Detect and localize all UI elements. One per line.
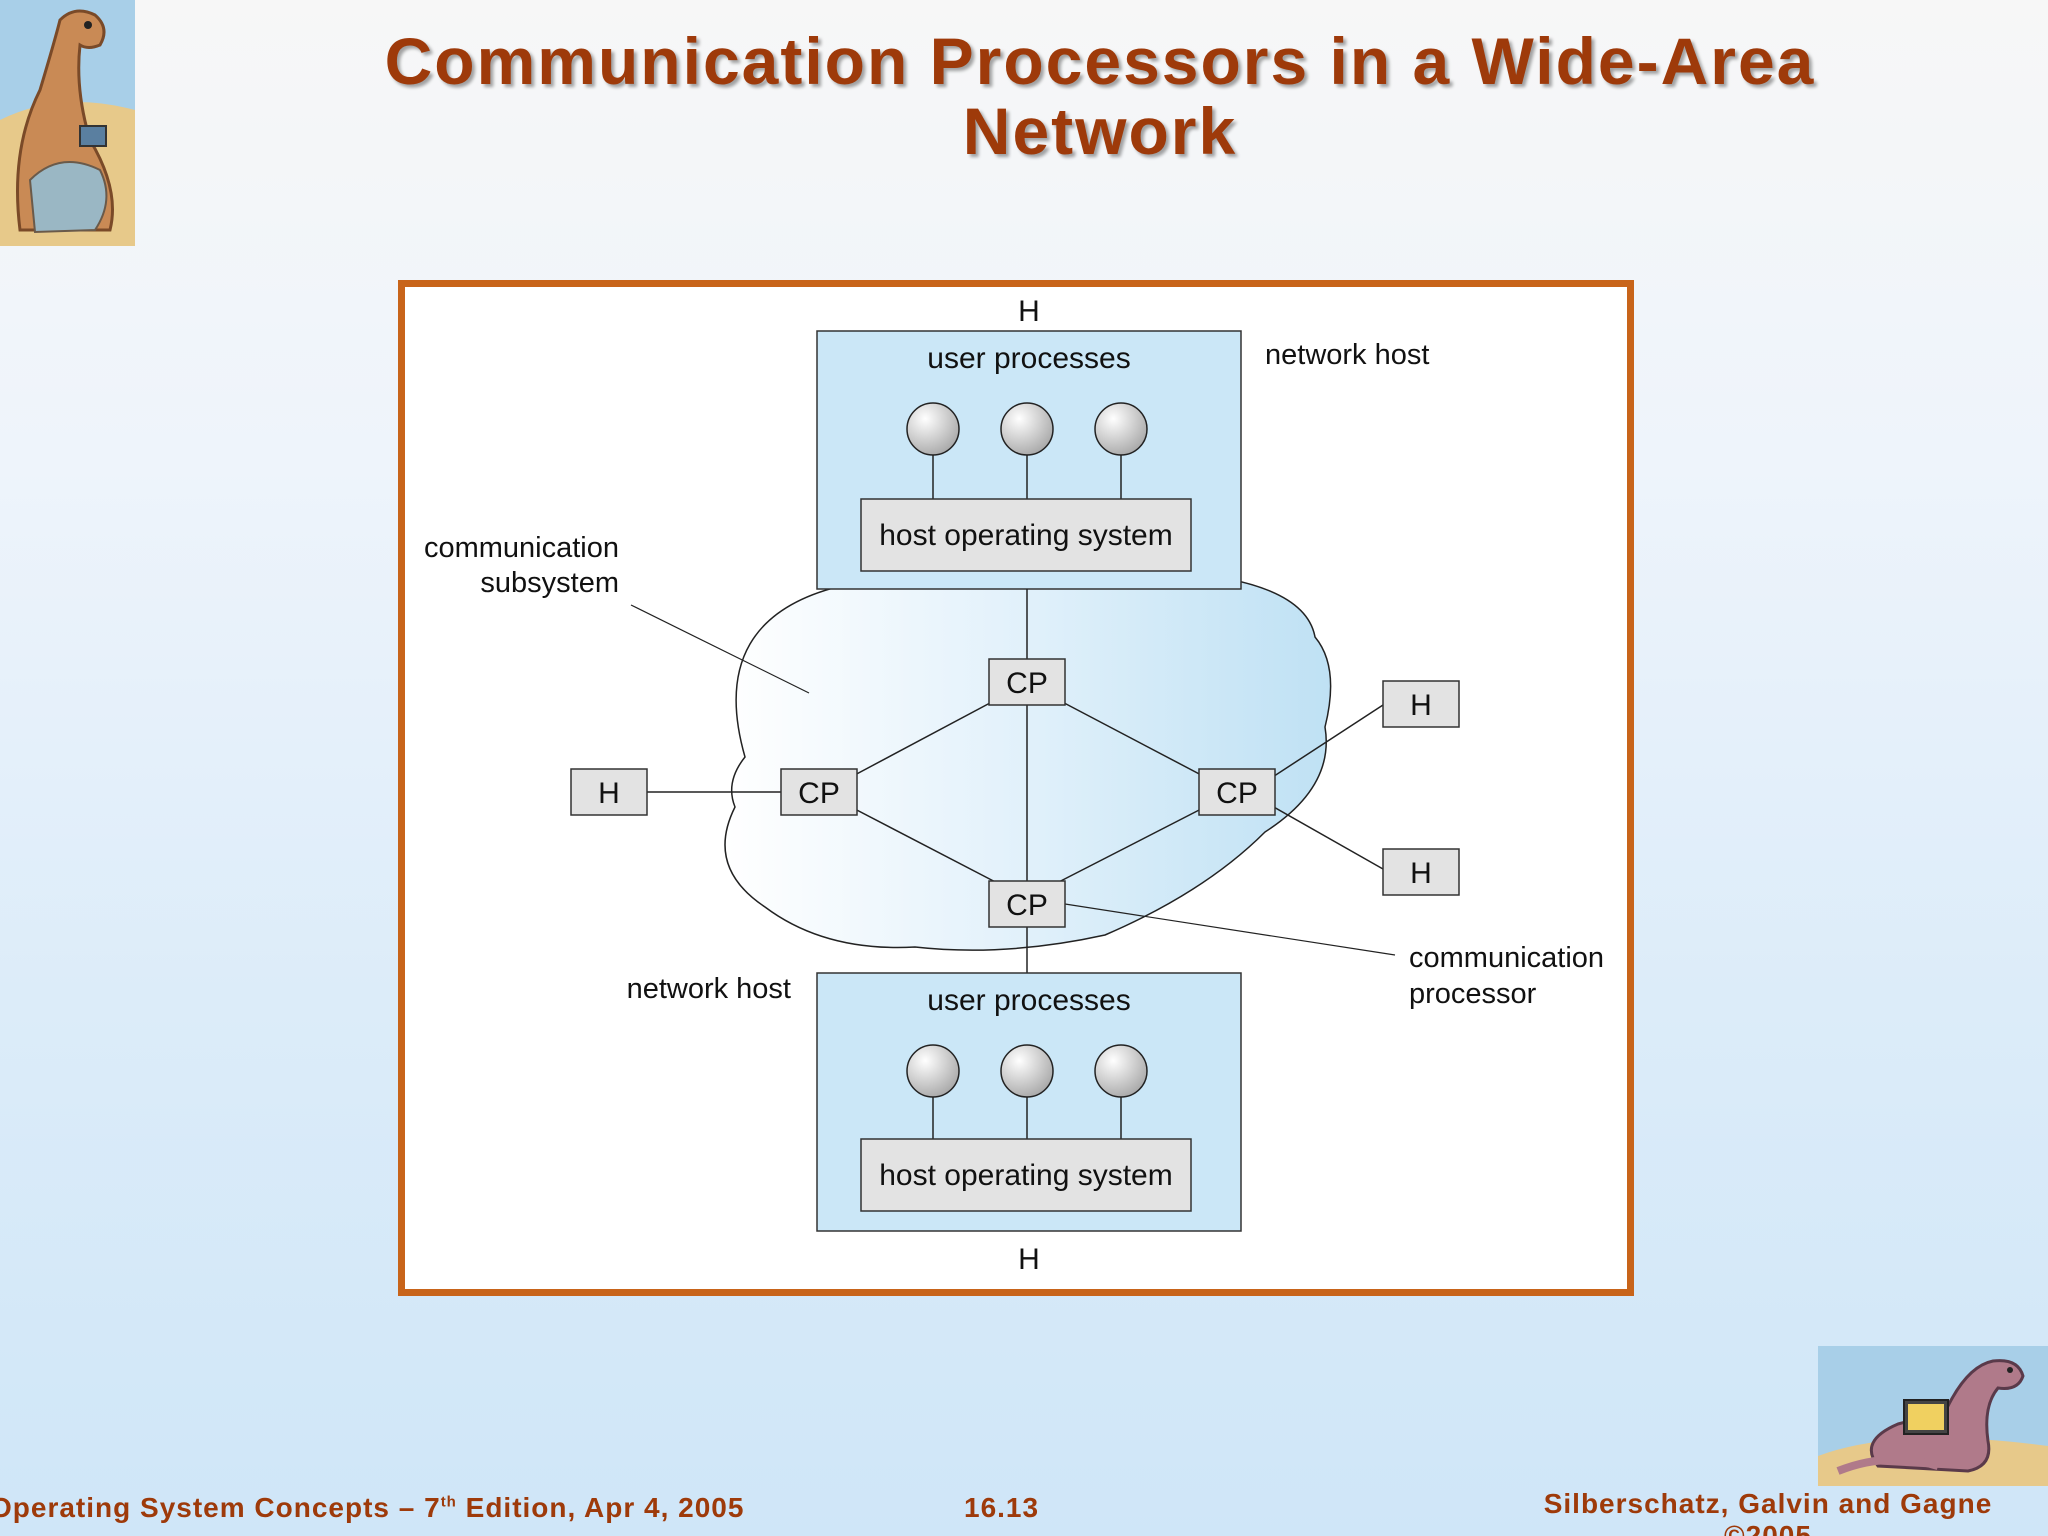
host-node-right-bottom-label: H: [1410, 857, 1432, 890]
host-node-left: [570, 768, 648, 816]
user-process-icon: [1094, 402, 1148, 456]
network-host-label-bottom: network host: [627, 973, 791, 1005]
dinosaur-illustration-top-left: [0, 0, 135, 246]
host-node-right-bottom: [1382, 848, 1460, 896]
slide-title-line-1: Communication Processors in a Wide-Area: [384, 24, 1816, 98]
user-process-icon: [906, 402, 960, 456]
host-node-left-label: H: [598, 777, 620, 810]
slide-title: Communication Processors in a Wide-Area …: [300, 26, 1900, 166]
bottom-box-title: user processes: [927, 984, 1130, 1017]
communication-processor-label-line-2: processor: [1409, 978, 1537, 1010]
communication-subsystem-label-line-2: subsystem: [480, 567, 619, 599]
cp-node-top-label: CP: [1006, 667, 1048, 700]
user-process-icon: [1000, 402, 1054, 456]
top-host-letter: H: [1018, 295, 1040, 328]
diagram-frame: H user processes host operating system n…: [398, 280, 1634, 1296]
cp-node-left-label: CP: [798, 777, 840, 810]
cp-node-left: [780, 768, 858, 816]
footer-book-title-prefix: Operating System Concepts – 7: [0, 1492, 441, 1523]
bottom-host-letter: H: [1018, 1243, 1040, 1276]
footer-edition-superscript: th: [440, 1493, 457, 1511]
communication-subsystem-label-line-1: communication: [424, 532, 619, 564]
top-box-title: user processes: [927, 342, 1130, 375]
wan-diagram: H user processes host operating system n…: [424, 295, 1604, 1276]
footer-book-title-suffix: Edition, Apr 4, 2005: [456, 1492, 745, 1523]
user-process-icon: [906, 1044, 960, 1098]
bottom-host-os-label: host operating system: [879, 1159, 1172, 1192]
footer-page-number: 16.13: [964, 1492, 1040, 1523]
host-node-right-top: [1382, 680, 1460, 728]
footer-authors-line-2: ©2005: [1724, 1520, 1812, 1536]
bottom-host-os-box: [860, 1138, 1192, 1212]
user-process-icon: [1000, 1044, 1054, 1098]
top-host-os-label: host operating system: [879, 519, 1172, 552]
diagram-canvas: H user processes host operating system n…: [405, 287, 1627, 1289]
cp-node-right: [1198, 768, 1276, 816]
footer-authors-line-1: Silberschatz, Galvin and Gagne: [1543, 1488, 1993, 1519]
user-process-icon: [1094, 1044, 1148, 1098]
cp-node-bottom: [988, 880, 1066, 928]
cp-node-right-label: CP: [1216, 777, 1258, 810]
cp-node-top: [988, 658, 1066, 706]
footer-book-title: Operating System Concepts – 7th Edition,…: [0, 1492, 744, 1524]
footer-authors: Silberschatz, Galvin and Gagne ©2005: [1518, 1488, 2018, 1536]
dinosaur-illustration-bottom-right: [1818, 1346, 2048, 1486]
host-node-right-top-label: H: [1410, 689, 1432, 722]
network-host-label-top: network host: [1265, 339, 1429, 371]
slide-title-line-2: Network: [962, 94, 1238, 168]
cp-node-bottom-label: CP: [1006, 889, 1048, 922]
top-host-os-box: [860, 498, 1192, 572]
communication-processor-label-line-1: communication: [1409, 942, 1604, 974]
